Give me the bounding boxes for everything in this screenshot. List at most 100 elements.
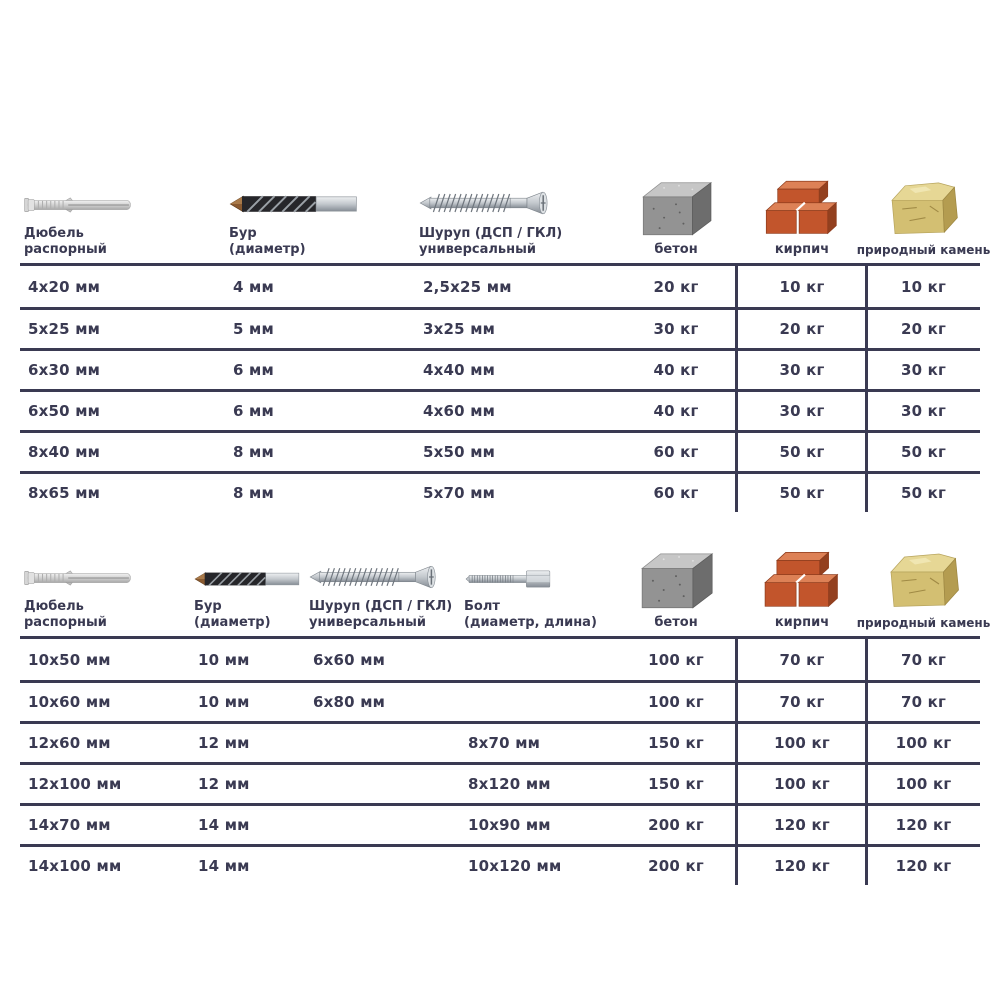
column-header-concrete: бетон [615,552,737,631]
column-header-label: бетон [654,241,698,257]
column-divider [865,639,868,886]
table-cell: 70 кг [779,650,825,669]
column-header-label: кирпич [774,614,830,630]
column-header-brick: кирпич [737,179,867,258]
table-cell: 120 кг [895,816,952,835]
table-cell: 5x25 мм [28,320,101,339]
column-divider [735,639,738,886]
table-cell: 30 кг [653,320,699,339]
table-cell: 10x50 мм [28,650,111,669]
column-header-label: Шуруп (ДСП / ГКЛ) универсальный [309,599,453,630]
table-cell: 30 кг [900,402,947,421]
table-cell: 4 мм [233,277,274,296]
table-cell: 70 кг [900,650,947,669]
column-header-label: Дюбель распорный [24,226,107,257]
table-cell: 8 мм [233,443,274,462]
table-cell: 12 мм [198,734,250,753]
table-row: 14x70 мм 14 мм 10x90 мм 200 кг 120 кг 120 кг [20,803,980,844]
column-header-label: бетон [654,614,698,630]
table-cell: 8x40 мм [28,443,101,462]
table-cell: 120 кг [774,816,830,835]
table-cell: 12 мм [198,775,250,794]
table-cell: 70 кг [779,693,825,712]
table-row: 8x65 мм 8 мм 5x70 мм 60 кг 50 кг 50 кг [20,471,980,512]
table-cell: 10 кг [900,277,947,296]
table-cell: 5x50 мм [423,443,496,462]
column-header-drill: Бур (диаметр) [190,536,305,630]
table-cell: 6x80 мм [313,693,386,712]
table-cell: 10x120 мм [468,857,562,876]
natural-stone-icon [884,180,964,238]
column-header-label: кирпич [774,241,830,257]
table-cell: 8x65 мм [28,484,101,503]
column-header-screw: Шуруп (ДСП / ГКЛ) универсальный [305,536,460,630]
column-header-label: Болт (диаметр, длина) [464,599,597,630]
table-cell: 3x25 мм [423,320,496,339]
table-cell: 60 кг [653,484,699,503]
table-cell: 14 мм [198,816,250,835]
brick-icon [758,552,846,610]
column-header-label: Бур (диаметр) [229,226,306,257]
screw-icon [309,536,456,594]
table-cell: 8x70 мм [468,734,541,753]
table-cell: 100 кг [648,693,704,712]
table-cell: 10 мм [198,650,250,669]
dowel-icon [24,536,186,594]
table-cell: 14x70 мм [28,816,111,835]
brick-icon [760,179,844,237]
table-cell: 50 кг [779,484,825,503]
column-divider [735,266,738,513]
table-cell: 12x60 мм [28,734,111,753]
table-cell: 5x70 мм [423,484,496,503]
natural-stone-icon [882,553,966,611]
table-cell: 10 кг [779,277,825,296]
table-cell: 60 кг [653,443,699,462]
column-header-concrete: бетон [615,179,737,258]
table-cell: 6 мм [233,361,274,380]
table-cell: 30 кг [779,361,825,380]
column-header-stone: природный камень [857,180,990,257]
table-cell: 100 кг [774,734,830,753]
column-header-label: природный камень [856,615,991,630]
table-cell: 50 кг [900,484,947,503]
table-cell: 20 кг [779,320,825,339]
table-cell: 50 кг [900,443,947,462]
concrete-block-icon [634,552,718,610]
table-cell: 6x30 мм [28,361,101,380]
table-header-row: Дюбель распорный Бур (диаметр) Шуруп (ДС… [20,163,990,263]
column-header-label: Шуруп (ДСП / ГКЛ) универсальный [419,226,563,257]
column-header-label: Дюбель распорный [24,599,107,630]
column-header-dowel: Дюбель распорный [20,536,190,630]
column-header-stone: природный камень [857,553,990,630]
table-cell: 14 мм [198,857,250,876]
table-row: 10x50 мм 10 мм 6x60 мм 100 кг 70 кг 70 кг [20,639,980,680]
dowel-icon [24,163,221,221]
table-cell: 8x120 мм [468,775,551,794]
table-cell: 10 мм [198,693,250,712]
table-cell: 40 кг [653,361,699,380]
table-cell: 6x60 мм [313,650,386,669]
table-cell: 14x100 мм [28,857,122,876]
table-cell: 8 мм [233,484,274,503]
table-cell: 20 кг [653,277,699,296]
column-header-brick: кирпич [737,552,867,631]
column-header-screw: Шуруп (ДСП / ГКЛ) универсальный [415,163,615,257]
table-cell: 4x60 мм [423,402,496,421]
table-cell: 4x40 мм [423,361,496,380]
column-header-dowel: Дюбель распорный [20,163,225,257]
table-header-row: Дюбель распорный Бур (диаметр) Шуруп (ДС… [20,536,990,636]
table-cell: 5 мм [233,320,274,339]
table-cell: 10x90 мм [468,816,551,835]
bolt-icon [464,536,611,594]
table-cell: 200 кг [648,857,704,876]
table-cell: 200 кг [648,816,704,835]
table-cell: 100 кг [648,650,704,669]
